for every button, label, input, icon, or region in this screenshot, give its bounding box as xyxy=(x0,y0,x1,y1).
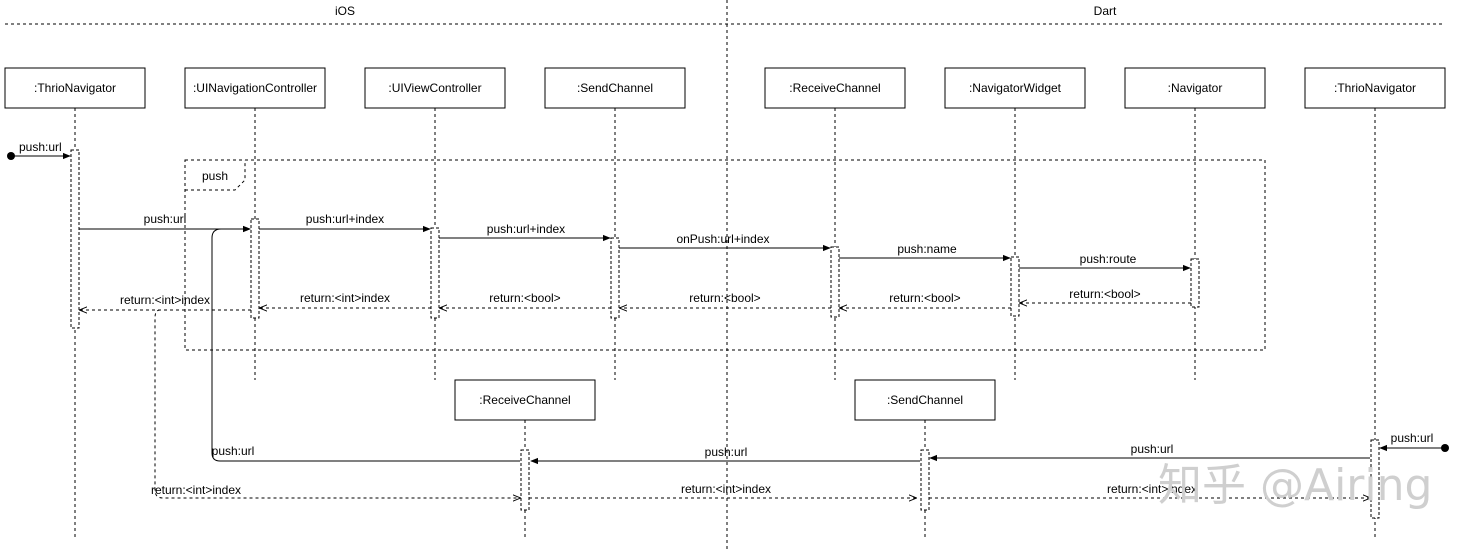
svg-text:onPush:url+index: onPush:url+index xyxy=(676,232,769,246)
participant-ui-navigation-controller: :UINavigationController xyxy=(184,67,326,109)
svg-text::UIViewController: :UIViewController xyxy=(388,81,481,95)
svg-text:return:<bool>: return:<bool> xyxy=(489,291,560,305)
svg-text::ThrioNavigator: :ThrioNavigator xyxy=(1334,81,1416,95)
svg-text::NavigatorWidget: :NavigatorWidget xyxy=(969,81,1062,95)
section-ios-label: iOS xyxy=(335,4,355,18)
messages-top: push:url push:url push:url+index push:ur… xyxy=(7,140,1191,310)
participant-thrio-navigator-dart: :ThrioNavigator xyxy=(1304,67,1446,109)
svg-text::SendChannel: :SendChannel xyxy=(887,393,963,407)
svg-text:return:<bool>: return:<bool> xyxy=(689,291,760,305)
push-frame-label: push xyxy=(202,169,228,183)
svg-text:push:url: push:url xyxy=(1131,442,1174,456)
messages-bottom: push:url push:url push:url push:url retu… xyxy=(151,225,1449,498)
svg-text:push:url: push:url xyxy=(212,444,255,458)
svg-text:return:<int>index: return:<int>index xyxy=(681,482,771,496)
svg-text:return:<int>index: return:<int>index xyxy=(1107,482,1197,496)
svg-text:push:url+index: push:url+index xyxy=(487,222,565,236)
svg-text::ReceiveChannel: :ReceiveChannel xyxy=(789,81,880,95)
participant-navigator-widget: :NavigatorWidget xyxy=(944,67,1086,109)
participant-send-channel-ios: :SendChannel xyxy=(544,67,686,109)
svg-text:return:<bool>: return:<bool> xyxy=(1069,287,1140,301)
participant-ui-view-controller: :UIViewController xyxy=(364,67,506,109)
participant-receive-channel-ios: :ReceiveChannel xyxy=(454,379,596,421)
participant-receive-channel-dart: :ReceiveChannel xyxy=(764,67,906,109)
svg-text::SendChannel: :SendChannel xyxy=(577,81,653,95)
svg-text:return:<int>index: return:<int>index xyxy=(151,483,241,497)
svg-text:return:<int>index: return:<int>index xyxy=(120,293,210,307)
svg-text::UINavigationController: :UINavigationController xyxy=(193,81,317,95)
push-frame: push xyxy=(184,159,1266,351)
svg-text:return:<bool>: return:<bool> xyxy=(889,291,960,305)
participant-send-channel-dart: :SendChannel xyxy=(854,379,996,421)
watermark: 知乎 @Airing xyxy=(1158,460,1432,511)
svg-text:push:name: push:name xyxy=(897,242,957,256)
svg-text:push:url: push:url xyxy=(705,445,748,459)
svg-text:return:<int>index: return:<int>index xyxy=(300,291,390,305)
participant-navigator: :Navigator xyxy=(1124,67,1266,109)
svg-text:push:url: push:url xyxy=(1391,431,1434,445)
svg-text:push:route: push:route xyxy=(1080,252,1137,266)
svg-text:push:url: push:url xyxy=(19,140,62,154)
svg-text::ReceiveChannel: :ReceiveChannel xyxy=(479,393,570,407)
svg-text:push:url+index: push:url+index xyxy=(306,212,384,226)
section-dart-label: Dart xyxy=(1094,4,1117,18)
activation-bars xyxy=(70,149,1380,519)
svg-text::Navigator: :Navigator xyxy=(1168,81,1223,95)
participant-thrio-navigator-ios: :ThrioNavigator xyxy=(4,67,146,109)
svg-text:push:url: push:url xyxy=(144,212,187,226)
svg-text::ThrioNavigator: :ThrioNavigator xyxy=(34,81,116,95)
